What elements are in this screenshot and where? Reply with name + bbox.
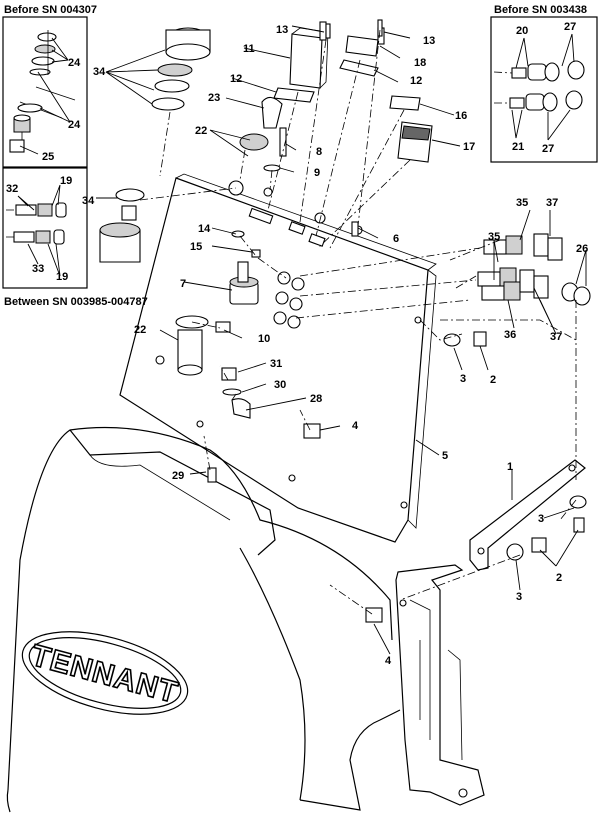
callout-1: 1 [507,461,513,473]
callout-36: 36 [504,329,516,341]
callouts: 13 13 11 18 12 12 34 23 16 22 17 8 9 34 … [6,21,588,667]
callout-23: 23 [208,92,220,104]
callout-19: 19 [56,271,68,283]
tennant-logo: TENNANT [21,631,189,715]
callout-13: 13 [423,35,435,47]
callout-3: 3 [538,513,544,525]
callout-8: 8 [316,146,322,158]
logo-text: TENNANT [28,639,182,710]
callout-18: 18 [414,57,426,69]
callout-33: 33 [32,263,44,275]
support-bracket [395,564,485,806]
header-before-sn-004307: Before SN 004307 [4,4,97,16]
callout-4: 4 [385,655,392,667]
inset3-parts [493,60,585,112]
callout-14: 14 [198,223,211,235]
callout-11: 11 [243,43,255,55]
callout-3: 3 [460,373,466,385]
callout-31: 31 [270,358,282,370]
inset-box-between-sn [2,167,88,289]
callout-6: 6 [393,233,399,245]
callout-2: 2 [490,374,496,386]
callout-17: 17 [463,141,475,153]
callout-27: 27 [564,21,576,33]
callout-34: 34 [93,66,106,78]
inset1-parts [9,30,76,153]
callout-29: 29 [172,470,184,482]
callout-24: 24 [68,57,81,69]
callout-4: 4 [352,420,359,432]
callout-34: 34 [82,195,95,207]
callout-28: 28 [310,393,322,405]
callout-13: 13 [276,24,288,36]
callout-9: 9 [314,167,320,179]
inset2-parts [6,202,67,245]
callout-22: 22 [134,324,146,336]
callout-35: 35 [516,197,528,209]
inset-box-before-004307 [2,16,88,168]
callout-12: 12 [230,73,242,85]
callout-37: 37 [546,197,558,209]
leader-lines [17,25,587,655]
components [99,19,433,623]
callout-3: 3 [516,591,522,603]
callout-5: 5 [442,450,448,462]
callout-24: 24 [68,119,81,131]
callout-32: 32 [6,183,18,195]
callout-26: 26 [576,243,588,255]
callout-12: 12 [410,75,422,87]
header-between-sn: Between SN 003985-004787 [4,296,148,308]
inset-box-before-003438 [490,16,598,163]
callout-35: 35 [488,231,500,243]
callout-16: 16 [455,110,467,122]
callout-19: 19 [60,175,72,187]
callout-7: 7 [180,278,186,290]
right-switches [443,233,591,561]
body-shroud [6,426,401,813]
callout-25: 25 [42,151,54,163]
callout-30: 30 [274,379,286,391]
callout-37: 37 [550,331,562,343]
callout-10: 10 [258,333,270,345]
callout-21: 21 [512,141,524,153]
callout-15: 15 [190,241,202,253]
header-before-sn-003438: Before SN 003438 [494,4,587,16]
console-panel [119,173,437,543]
callout-2: 2 [556,572,562,584]
callout-27: 27 [542,143,554,155]
callout-22: 22 [195,125,207,137]
callout-20: 20 [516,25,528,37]
upper-bracket [469,459,586,571]
